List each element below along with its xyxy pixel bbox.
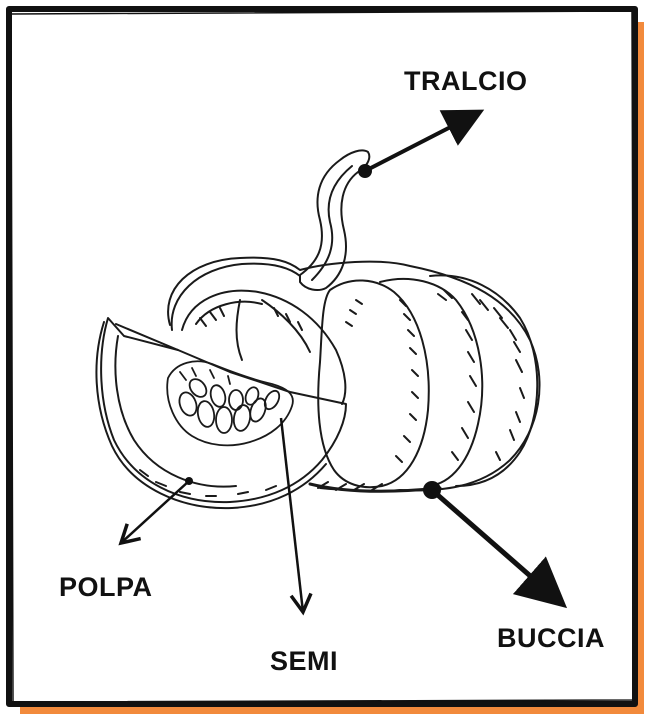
label-flesh: POLPA <box>59 572 153 603</box>
label-skin: BUCCIA <box>497 623 605 654</box>
label-seeds: SEMI <box>270 646 338 677</box>
label-stem: TRALCIO <box>404 66 527 97</box>
